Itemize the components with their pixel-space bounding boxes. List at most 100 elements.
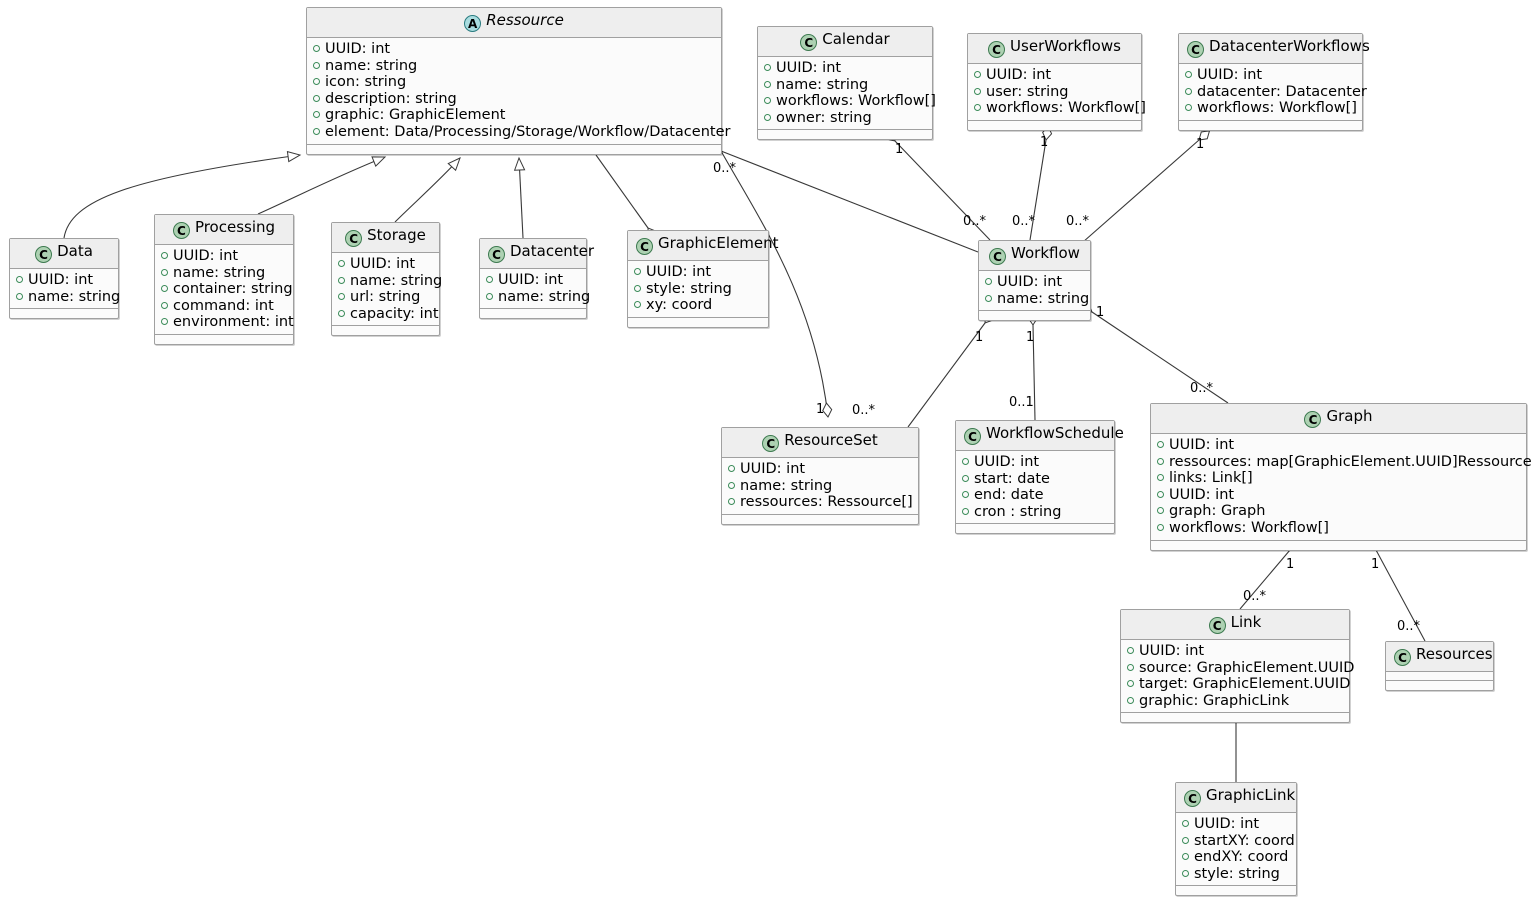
class-methods-resources bbox=[1386, 681, 1493, 690]
visibility-public-icon bbox=[338, 276, 345, 284]
attribute-text: icon: string bbox=[325, 74, 407, 91]
multiplicity-label: 1 bbox=[975, 330, 984, 345]
visibility-public-icon bbox=[16, 276, 23, 283]
attribute-row: icon: string bbox=[313, 74, 715, 91]
visibility-public-icon bbox=[486, 276, 493, 283]
visibility-public-icon bbox=[974, 87, 981, 95]
class-icon: C bbox=[964, 428, 981, 445]
attribute-row: UUID: int bbox=[634, 264, 762, 281]
class-name-datacenterworkflows: DatacenterWorkflows bbox=[1209, 37, 1370, 55]
visibility-public-icon bbox=[1185, 104, 1192, 112]
attribute-row: target: GraphicElement.UUID bbox=[1127, 676, 1350, 693]
multiplicity-label: 1 bbox=[895, 142, 904, 157]
attribute-text: datacenter: Datacenter bbox=[1197, 83, 1367, 100]
visibility-public-icon bbox=[634, 284, 641, 292]
attribute-text: UUID: int bbox=[997, 274, 1063, 290]
attribute-row: ressources: Ressource[] bbox=[728, 494, 913, 511]
visibility-public-icon bbox=[161, 268, 168, 276]
class-icon: C bbox=[1184, 790, 1201, 807]
attribute-text: ressources: Ressource[] bbox=[740, 494, 913, 511]
visibility-public-icon bbox=[985, 294, 992, 302]
attribute-row: owner: string bbox=[764, 110, 926, 127]
attribute-text: name: string bbox=[350, 272, 443, 289]
attribute-row: startXY: coord bbox=[1182, 833, 1295, 850]
attribute-text: description: string bbox=[325, 90, 457, 107]
visibility-public-icon bbox=[16, 292, 23, 300]
class-icon: C bbox=[762, 435, 780, 452]
visibility-public-icon bbox=[1185, 87, 1192, 95]
class-name-resourceset: ResourceSet bbox=[784, 431, 878, 449]
visibility-public-icon bbox=[962, 458, 969, 465]
visibility-public-icon bbox=[634, 268, 641, 275]
multiplicity-label: 1 bbox=[1286, 557, 1295, 572]
class-methods-graph bbox=[1151, 541, 1526, 550]
attribute-row: UUID: int bbox=[338, 256, 433, 273]
edge-ressource-graphicelement bbox=[595, 154, 657, 241]
multiplicity-label: 1 bbox=[1040, 135, 1049, 150]
multiplicity-label: 0..* bbox=[1243, 589, 1267, 604]
class-methods-calendar bbox=[758, 130, 932, 139]
attribute-row: command: int bbox=[161, 298, 287, 315]
attribute-row: source: GraphicElement.UUID bbox=[1127, 660, 1354, 677]
class-methods-userworkflows bbox=[968, 121, 1141, 130]
attribute-row: start: date bbox=[962, 471, 1108, 488]
class-icon: C bbox=[800, 34, 818, 51]
attribute-row: user: string bbox=[974, 84, 1135, 101]
attribute-row: UUID: int bbox=[486, 272, 580, 289]
attribute-row: UUID: int bbox=[728, 461, 912, 478]
visibility-public-icon bbox=[974, 71, 981, 78]
attribute-text: links: Link[] bbox=[1169, 470, 1253, 487]
visibility-public-icon bbox=[486, 292, 493, 300]
attribute-row: UUID: int bbox=[1182, 816, 1290, 833]
attribute-text: name: string bbox=[997, 290, 1090, 307]
attribute-row: links: Link[] bbox=[1157, 470, 1520, 487]
abstract-class-icon: A bbox=[464, 15, 482, 32]
attribute-row: end: date bbox=[962, 487, 1108, 504]
attribute-text: UUID: int bbox=[974, 454, 1040, 470]
class-icon: C bbox=[488, 246, 505, 263]
class-icon: C bbox=[988, 41, 1006, 58]
attribute-text: user: string bbox=[986, 83, 1069, 100]
attribute-text: name: string bbox=[28, 288, 121, 305]
attribute-text: xy: coord bbox=[646, 297, 713, 314]
class-methods-graphicelement bbox=[628, 318, 768, 327]
attribute-row: workflows: Workflow[] bbox=[1185, 100, 1357, 117]
attribute-row: xy: coord bbox=[634, 297, 762, 314]
attribute-text: UUID: int bbox=[740, 461, 806, 477]
attribute-text: UUID: int bbox=[28, 272, 94, 288]
class-name-link: Link bbox=[1230, 613, 1262, 631]
attribute-text: UUID: int bbox=[1194, 816, 1260, 832]
edge-datacenterworkflows-workflow bbox=[1082, 130, 1211, 243]
visibility-public-icon bbox=[962, 491, 969, 499]
attribute-row: graph: Graph bbox=[1157, 503, 1520, 520]
